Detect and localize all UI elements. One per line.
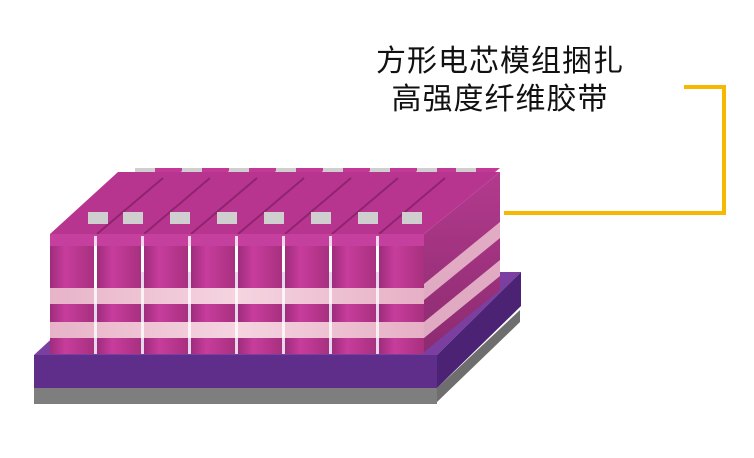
terminal [123, 212, 143, 224]
terminal [217, 212, 237, 224]
terminal [402, 212, 422, 224]
terminal [170, 212, 190, 224]
terminal [358, 212, 378, 224]
front-cell-dividers [94, 236, 379, 354]
terminal [311, 212, 331, 224]
side-band-2 [424, 260, 500, 338]
mid-row-terminals [88, 212, 422, 224]
base-side [437, 272, 521, 388]
base-front [34, 355, 437, 388]
bottom-plate-front [34, 388, 437, 404]
caption-line-2: 高强度纤维胶带 [391, 82, 609, 117]
side-band-1 [424, 222, 500, 300]
caption-line-1: 方形电芯模组捆扎 [376, 44, 624, 79]
terminal [88, 212, 108, 224]
leader-line [504, 85, 726, 215]
top-seams [96, 177, 446, 235]
terminal [264, 212, 284, 224]
